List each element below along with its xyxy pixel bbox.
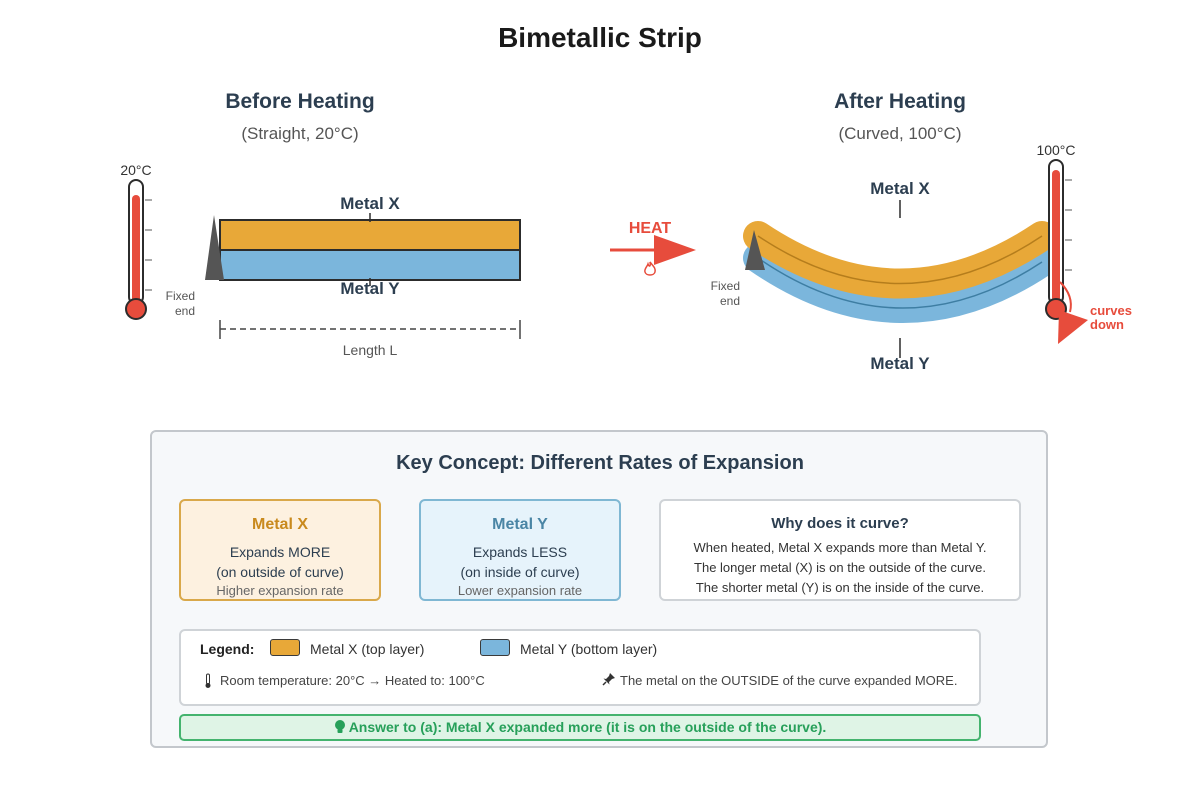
metal-x-card-title: Metal X xyxy=(251,516,308,533)
curved-strip xyxy=(743,200,1057,358)
metal-y-rate: Lower expansion rate xyxy=(457,583,583,598)
lightbulb-icon xyxy=(334,720,345,733)
curves-down-arrow xyxy=(1058,281,1088,344)
thermometer-before-icon xyxy=(125,179,152,320)
fixed-end-clamp-after xyxy=(745,230,765,270)
metal-y-layer xyxy=(219,249,521,281)
fixed-end-clamp-before xyxy=(205,215,224,280)
before-temperature: 20°C xyxy=(120,162,152,178)
length-dimension xyxy=(219,320,521,339)
metal-y-expands: Expands LESS xyxy=(472,544,568,560)
metal-y-card: Metal Y Expands LESS (on inside of curve… xyxy=(419,499,621,601)
key-concept-title: Key Concept: Different Rates of Expansio… xyxy=(396,452,804,474)
before-heading: Before Heating xyxy=(225,90,375,113)
metal-y-position: (on inside of curve) xyxy=(460,564,580,580)
why-line-1: When heated, Metal X expands more than M… xyxy=(693,540,987,555)
why-line-2: The longer metal (X) is on the outside o… xyxy=(694,560,986,575)
before-metal-x-label: Metal X xyxy=(340,194,400,213)
thermometer-after-icon xyxy=(1045,159,1072,320)
why-curve-card: Why does it curve? When heated, Metal X … xyxy=(659,499,1021,601)
why-line-3: The shorter metal (Y) is on the inside o… xyxy=(695,580,985,595)
metal-x-expands: Expands MORE xyxy=(229,544,331,560)
heat-arrow xyxy=(610,235,696,265)
after-metal-x-label: Metal X xyxy=(870,179,930,198)
metal-x-swatch xyxy=(270,639,300,656)
fire-icon xyxy=(644,261,656,276)
legend-title: Legend: xyxy=(200,641,255,657)
length-label: Length L xyxy=(342,342,398,358)
after-heading: After Heating xyxy=(834,90,966,113)
pin-icon xyxy=(602,673,615,686)
metal-y-swatch xyxy=(480,639,510,656)
metal-x-position: (on outside of curve) xyxy=(216,564,344,580)
after-subheading: (Curved, 100°C) xyxy=(838,124,962,143)
legend-temp-note: Room temperature: 20°C → Heated to: 100°… xyxy=(220,673,485,688)
before-metal-y-label: Metal Y xyxy=(340,279,400,298)
legend-tip-note: The metal on the OUTSIDE of the curve ex… xyxy=(620,673,958,688)
legend-metal-y: Metal Y (bottom layer) xyxy=(520,641,658,657)
diagram-title: Bimetallic Strip xyxy=(498,22,702,53)
after-temperature: 100°C xyxy=(1036,142,1076,158)
metal-y-card-title: Metal Y xyxy=(492,516,548,533)
diagram-graphic xyxy=(125,159,1088,358)
legend-metal-x: Metal X (top layer) xyxy=(310,641,425,657)
answer-text: Answer to (a): Metal X expanded more (it… xyxy=(348,719,827,735)
after-fixed-end-label: Fixed end xyxy=(710,279,740,308)
metal-x-rate: Higher expansion rate xyxy=(216,583,344,598)
answer-banner: Answer to (a): Metal X expanded more (it… xyxy=(179,714,981,741)
after-metal-y-label: Metal Y xyxy=(870,354,930,373)
why-curve-title: Why does it curve? xyxy=(771,515,909,532)
metal-x-card: Metal X Expands MORE (on outside of curv… xyxy=(179,499,381,601)
metal-x-layer xyxy=(219,219,521,251)
curves-down-label: curves down xyxy=(1090,303,1132,332)
legend-panel xyxy=(179,629,981,706)
before-subheading: (Straight, 20°C) xyxy=(241,124,359,143)
before-fixed-end-label: Fixed end xyxy=(165,289,195,318)
thermometer-icon xyxy=(205,673,211,688)
straight-strip xyxy=(219,213,521,286)
heat-label: HEAT xyxy=(628,220,672,237)
